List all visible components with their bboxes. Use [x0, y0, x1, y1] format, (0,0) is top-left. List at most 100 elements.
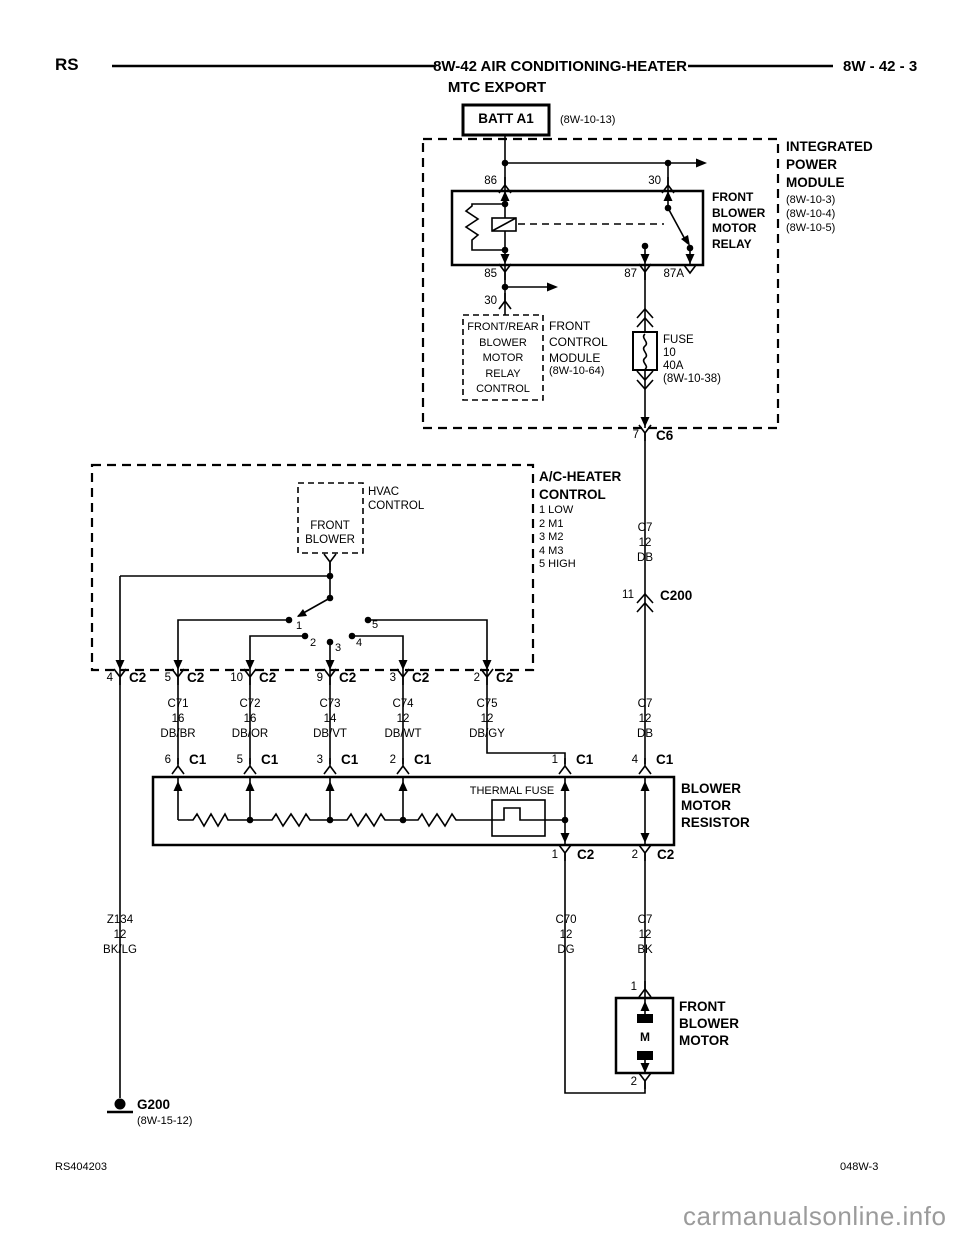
c2-name: C2: [412, 670, 430, 685]
fuse-label-line: 40A: [663, 360, 684, 372]
wire-color: DB/GY: [469, 728, 505, 740]
c2-pin: 2: [473, 672, 480, 684]
wire-color: DG: [557, 944, 575, 956]
relay-title-line: MOTOR: [712, 221, 757, 235]
header-page-ref: 8W - 42 - 3: [843, 58, 918, 75]
ipm-ref: (8W-10-4): [786, 208, 836, 220]
fuse-label-line: (8W-10-38): [663, 373, 721, 385]
ipm-ref: (8W-10-3): [786, 194, 836, 206]
page-subtitle: MTC EXPORT: [447, 79, 547, 96]
wire-color: BK: [637, 944, 653, 956]
connector-icon: [396, 757, 410, 775]
connector-icon: [638, 757, 652, 775]
wire-label-c71: C71 16 DB/BR: [160, 697, 195, 742]
fcm-box-line: FRONT/REAR: [467, 321, 539, 333]
fcm-relay-control-box-label: FRONT/REAR BLOWER MOTOR RELAY CONTROL: [463, 320, 543, 398]
c1-name: C1: [261, 752, 279, 767]
wire-gauge: 16: [171, 713, 185, 725]
wire-color: DB/OR: [231, 728, 269, 740]
connector-c6-name: C6: [656, 428, 674, 443]
blower-motor-resistor-symbol: [151, 775, 676, 862]
relay-title-line: BLOWER: [712, 205, 766, 220]
connector-icon: [638, 1072, 652, 1090]
footer-doc-code: RS404203: [55, 1161, 107, 1173]
c2-pin: 10: [230, 672, 243, 684]
wire-color: DB/WT: [384, 728, 422, 740]
resistor-c2-name: C2: [657, 847, 675, 862]
footer-sheet-code: 048W-3: [840, 1161, 879, 1173]
fuse-label-line: 10: [663, 347, 676, 359]
c2-pin: 9: [316, 672, 323, 684]
connector-c200-pin: 11: [622, 589, 634, 601]
wire-gauge: 14: [323, 713, 337, 725]
c2-name: C2: [129, 670, 147, 685]
wire-circuit: Z134: [106, 914, 134, 926]
fcm-box-line: CONTROL: [476, 383, 530, 395]
arrow-icon: [482, 660, 492, 670]
arrow-icon: [685, 254, 695, 264]
motor-brush: [637, 1051, 653, 1060]
fcm-pin-30: 30: [484, 295, 497, 307]
arrow-icon: [640, 417, 650, 427]
front-blower-motor-relay-symbol: [450, 189, 705, 281]
power-distribution-wiring: [498, 135, 707, 265]
fcm-title-line: CONTROL: [549, 335, 608, 349]
motor-brush: [637, 1014, 653, 1023]
resistor-title-line: RESISTOR: [681, 815, 750, 830]
relay-contact-blade: [667, 207, 688, 244]
arrow-icon: [547, 282, 558, 292]
connector-icon: [558, 757, 572, 775]
junction-dot: [641, 242, 649, 250]
integrated-power-module-outline: [421, 137, 780, 430]
relay-title: FRONT BLOWER MOTOR RELAY: [712, 190, 765, 252]
wire-color: BK/LG: [103, 944, 137, 956]
wire-label-c7-upper: C7 12 DB: [637, 521, 653, 566]
blower-switch-symbol: [119, 553, 566, 1098]
watermark: carmanualsonline.info: [683, 1201, 947, 1231]
wire-label-c70: C70 12 DG: [555, 913, 576, 958]
c1-pin: 2: [389, 754, 396, 766]
motor-m-label: M: [640, 1030, 650, 1044]
relay-pin-86: 86: [484, 175, 497, 187]
speed-legend-item: 3 M2: [539, 531, 564, 544]
relay-title-line: FRONT: [712, 190, 754, 204]
front-blower-switch-label: FRONT BLOWER: [305, 520, 355, 547]
c1-name: C1: [189, 752, 207, 767]
c2-pin: 3: [389, 672, 396, 684]
arrow-icon: [325, 660, 335, 670]
ground-ref: (8W-15-12): [137, 1115, 193, 1127]
resistor-c2-pin: 2: [631, 849, 638, 861]
junction-dot: [686, 244, 694, 252]
fuse-label-line: FUSE: [663, 334, 694, 346]
wire-color: DB/VT: [313, 728, 347, 740]
wire-label-c73: C73 14 DB/VT: [313, 697, 347, 742]
relay-control-box: [462, 314, 544, 401]
junction-dot: [501, 200, 509, 208]
arrow-icon: [663, 191, 673, 201]
connector-c6-pin: 7: [632, 429, 639, 441]
connector-icon: [323, 757, 337, 775]
arrow-icon: [640, 254, 650, 264]
arrow-icon: [398, 781, 408, 791]
motor-title-line: FRONT: [679, 999, 726, 1014]
wire-gauge: 16: [243, 713, 257, 725]
wire-circuit: C7: [637, 914, 653, 926]
wire-circuit: C7: [637, 522, 653, 534]
fcm-title: FRONT CONTROL MODULE: [549, 318, 608, 366]
junction-dot: [664, 159, 672, 167]
arrow-icon: [500, 254, 510, 264]
page-title: 8W-42 AIR CONDITIONING-HEATER: [433, 58, 687, 75]
ac-heater-control-outline: [90, 463, 535, 672]
motor-title: FRONT BLOWER MOTOR: [679, 998, 739, 1049]
arrow-icon: [398, 660, 408, 670]
arrow-icon: [640, 1063, 650, 1073]
speed-legend-item: 2 M1: [539, 517, 564, 530]
fuse-wiring: [632, 265, 658, 775]
fcm-ref: (8W-10-64): [549, 365, 605, 377]
fcm-box-line: BLOWER: [479, 336, 527, 349]
hvac-title-line: HVAC: [368, 486, 400, 498]
thermal-fuse-label: THERMAL FUSE: [469, 785, 555, 797]
c1-name: C1: [656, 752, 674, 767]
arrow-icon: [115, 660, 125, 670]
